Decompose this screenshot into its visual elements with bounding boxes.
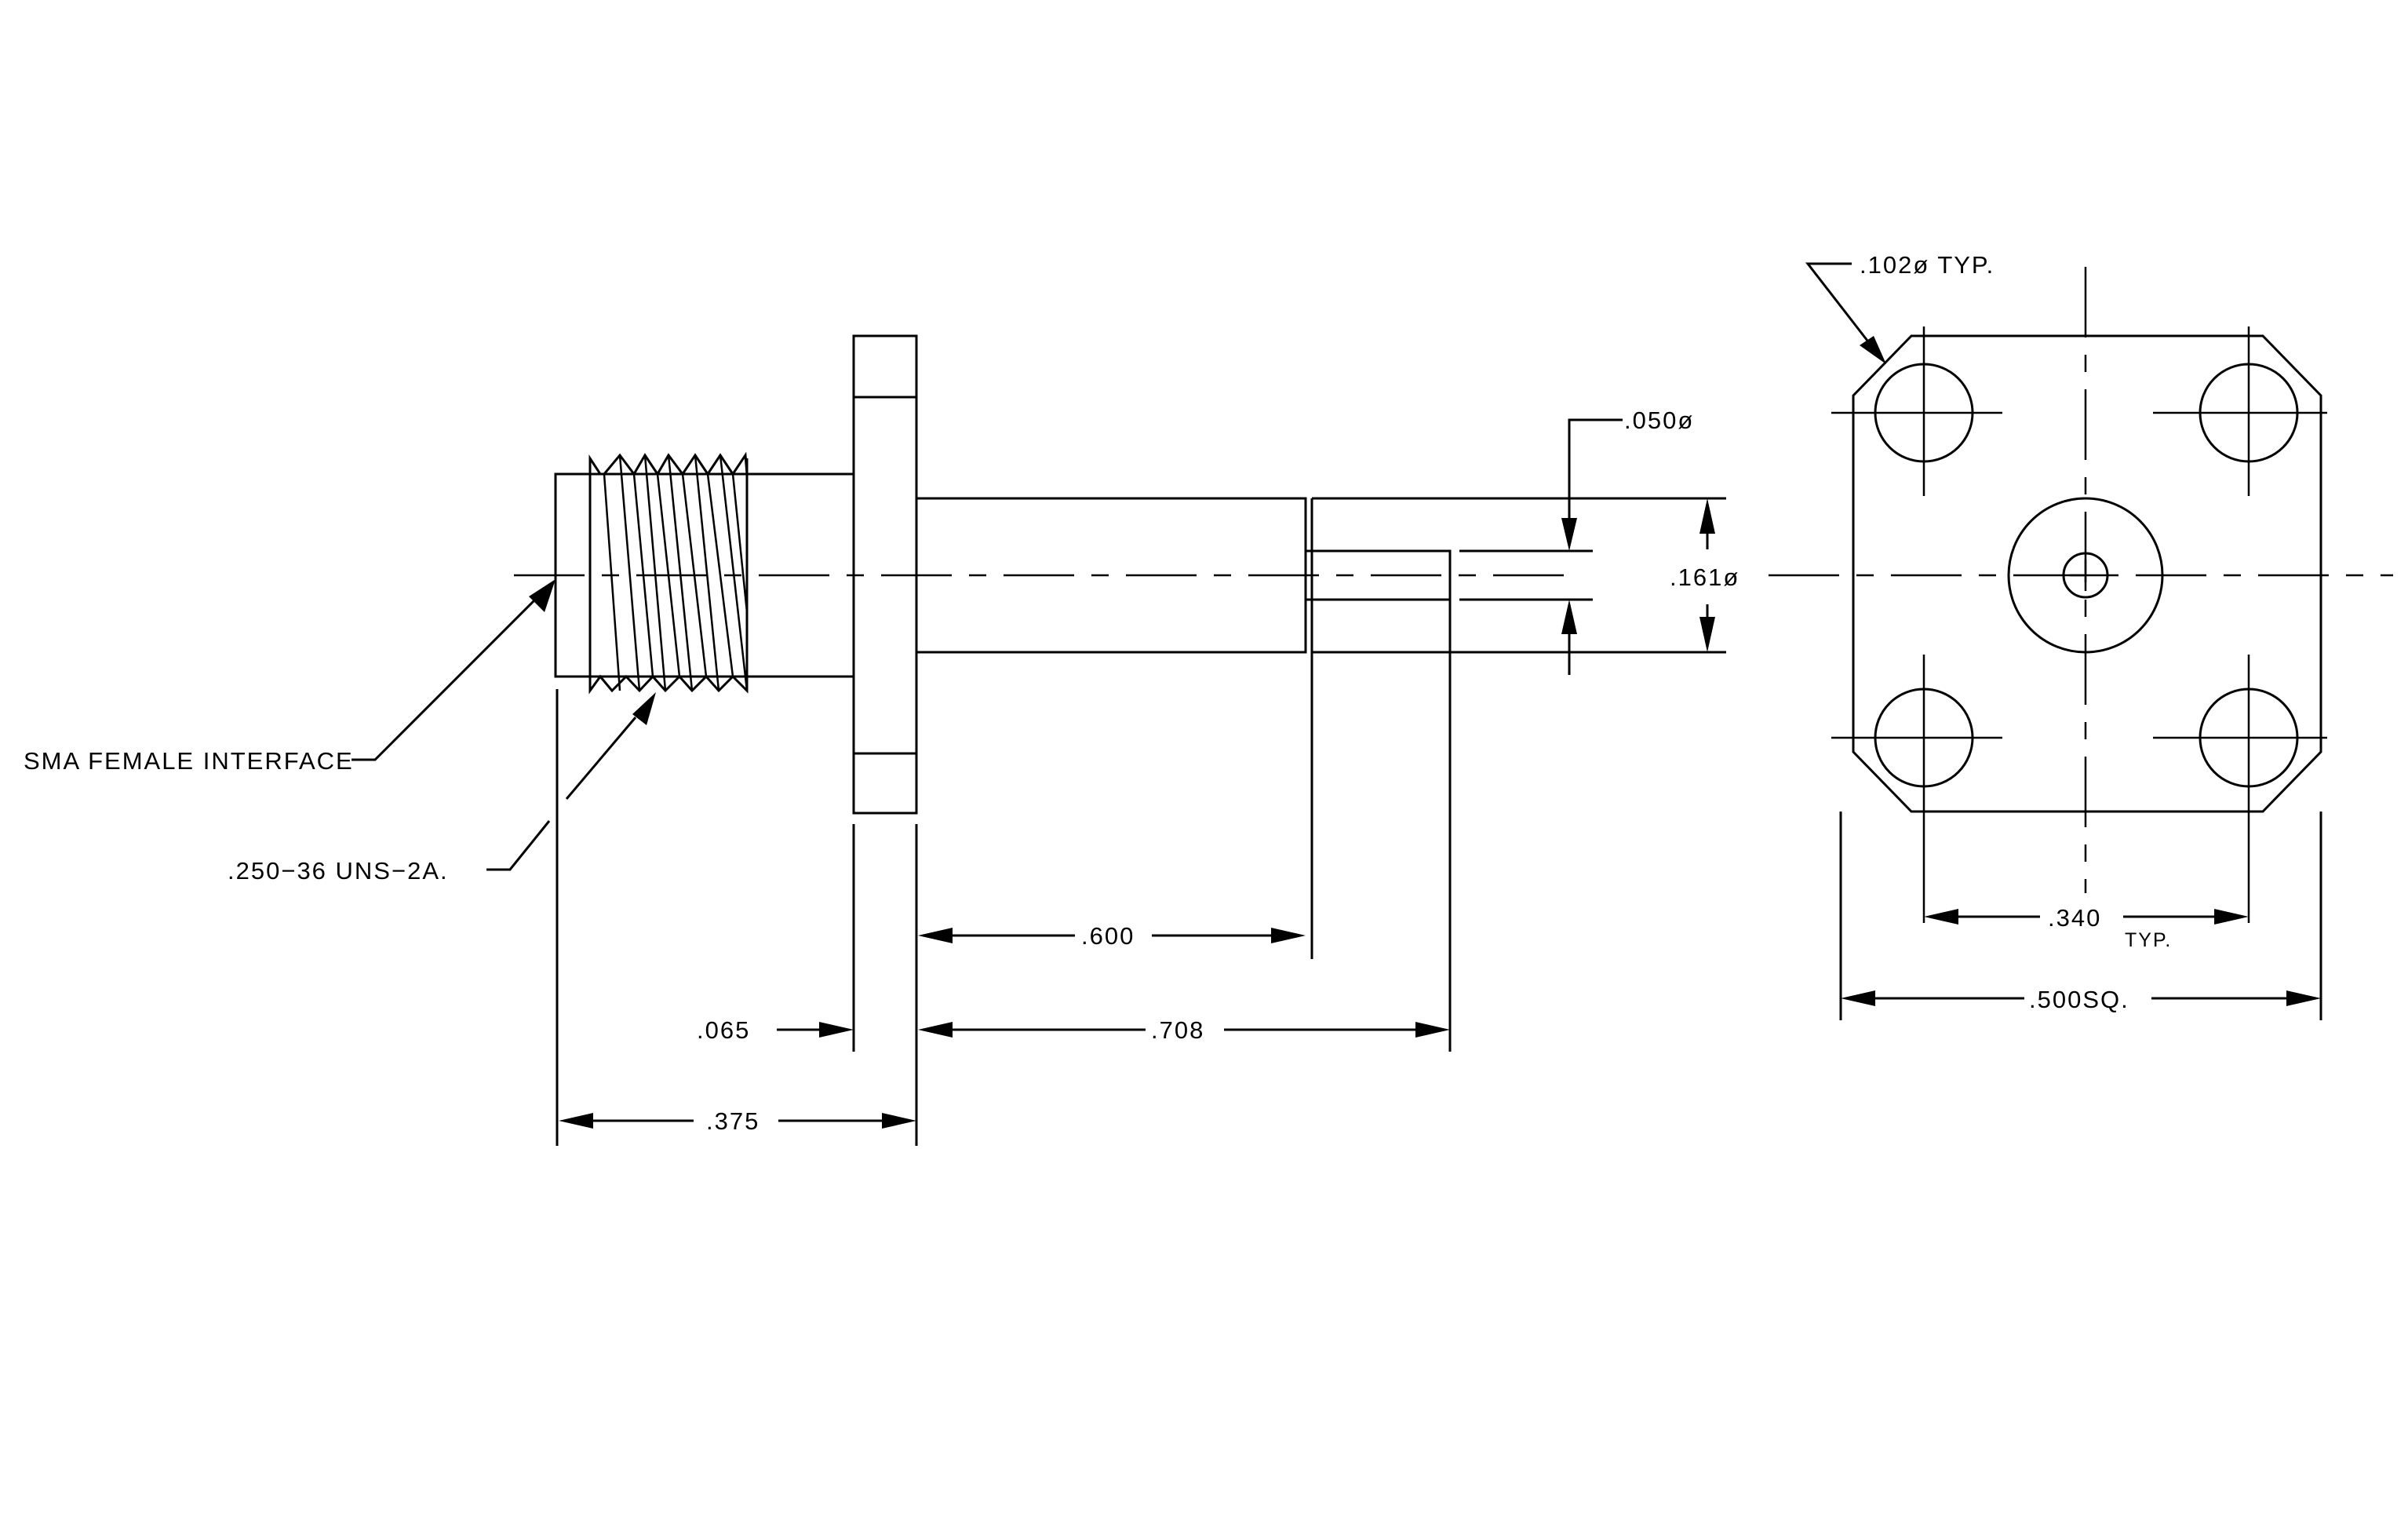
dim-340-label: .340 <box>2048 904 2101 932</box>
dim-065-label: .065 <box>697 1016 750 1044</box>
center-contact <box>2062 552 2109 599</box>
dim-161-label: .161ø <box>1670 564 1740 591</box>
dim-340-typ-label: TYP. <box>2125 929 2172 951</box>
sma-interface-label: SMA FEMALE INTERFACE <box>24 747 354 775</box>
thread-section <box>588 451 749 695</box>
center-dielectric <box>2007 497 2164 654</box>
dim-375-label: .375 <box>706 1107 760 1135</box>
dim-600-label: .600 <box>1081 922 1135 950</box>
dim-708-label: .708 <box>1151 1016 1204 1044</box>
dim-050-label: .050ø <box>1624 407 1694 434</box>
center-pin <box>1304 549 1452 601</box>
front-view: .102ø TYP. .340 TYP. .500SQ. <box>1769 251 2393 1020</box>
side-view: .050ø .161ø .600 .708 .065 .375 <box>24 334 1740 1146</box>
dim-500-label: .500SQ. <box>2029 986 2129 1013</box>
dim-102-label: .102ø TYP. <box>1860 251 1995 279</box>
flange-square <box>1852 334 2322 813</box>
thread-label: .250−36 UNS−2A. <box>228 857 449 885</box>
